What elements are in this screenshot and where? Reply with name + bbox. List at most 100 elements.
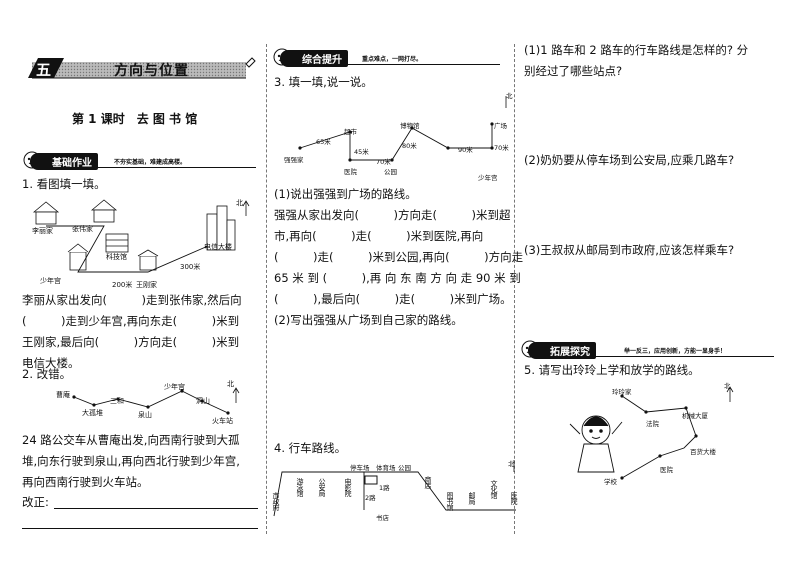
q2-north-label: 北 xyxy=(227,380,234,388)
q5-label-yiyuan: 医院 xyxy=(660,466,673,474)
q3-label-d70b: 70米 xyxy=(494,144,509,152)
q3-part2: (2)写出强强从广场到自己家的路线。 xyxy=(274,313,463,327)
section-comp-header: 综合提升 重点难点，一网打尽。 xyxy=(272,46,502,68)
q3-map xyxy=(298,96,507,162)
q2-line-1: 24 路公交车从曹庵出发,向西南行驶到大孤 xyxy=(22,433,240,447)
q5-label-xuexiao: 学校 xyxy=(604,478,617,486)
q3-line-3: ( )走( )米到公园,再向( )方向走 xyxy=(274,250,524,264)
q1-label-wang: 王刚家 xyxy=(136,281,157,289)
q1-line-4: 电信大楼。 xyxy=(22,356,80,370)
section-basic-header: 基础作业 不夯实基础，难建成高楼。 xyxy=(22,150,258,170)
section-comp-slogan: 重点难点，一网打尽。 xyxy=(362,56,423,63)
q3-label-yiyuan: 医院 xyxy=(344,168,357,176)
q4-label-r2: 2路 xyxy=(365,494,376,502)
q1-label-d200: 200米 xyxy=(112,281,133,289)
q4-label-shudian: 书店 xyxy=(376,514,389,522)
q3-label-d45: 45米 xyxy=(354,148,369,156)
chapter-title: 方向与位置 xyxy=(114,63,189,79)
q2-label-dagu: 大孤堆 xyxy=(82,409,103,417)
q2-title: 2. 改错。 xyxy=(22,367,72,381)
q2-line-3: 再向西南行驶到火车站。 xyxy=(22,475,149,489)
q4-stop-7: 邮局 xyxy=(468,492,476,504)
q5-label-fayuan: 法院 xyxy=(646,420,659,428)
q4-stop-2: 游泳馆 xyxy=(296,478,304,496)
q1-title: 1. 看图填一填。 xyxy=(22,177,106,191)
chapter-banner-art xyxy=(28,57,256,79)
q3-label-guangchang: 广场 xyxy=(494,122,507,130)
q3-label-bowu: 博物馆 xyxy=(400,122,420,130)
chapter-banner: 五 方向与位置 xyxy=(22,56,256,82)
section-ext-label: 拓展探究 xyxy=(528,342,596,359)
q3-line-5: ( ),最后向( )走( )米到广场。 xyxy=(274,292,512,306)
q2-line-2: 堆,向东行驶到泉山,再向西北行驶到少年宫, xyxy=(22,454,240,468)
q3-title: 3. 填一填,说一说。 xyxy=(274,75,373,89)
q3-part1: (1)说出强强到广场的路线。 xyxy=(274,187,417,201)
q3-line-2: 市,再向( )走( )米到医院,再向 xyxy=(274,229,484,243)
q3-line-1: 强强从家出发向( )方向走( )米到超 xyxy=(274,208,511,222)
q2-answer-line-1[interactable] xyxy=(54,508,258,509)
chapter-badge: 五 xyxy=(36,61,52,79)
q5-north-label: 北 xyxy=(724,382,731,390)
section-comp-label: 综合提升 xyxy=(280,50,348,67)
section-basic-slogan: 不夯实基础，难建成高楼。 xyxy=(114,159,187,166)
q4-stop-3: 公安局 xyxy=(318,478,326,496)
section-ext-header: 拓展探究 举一反三，应用创新，方能一显身手！ xyxy=(520,338,776,360)
q5-label-ling: 玲玲家 xyxy=(612,388,632,396)
q1-map xyxy=(32,199,250,273)
q4-stop-4: 电影院 xyxy=(344,478,352,496)
q1-line-3: 王刚家,最后向( )方向走( )米到 xyxy=(22,335,240,349)
q3-label-d70a: 70米 xyxy=(376,158,391,166)
q4-map xyxy=(273,460,516,517)
q3-label-shaonian: 少年宫 xyxy=(478,174,498,182)
q3-label-d90: 90米 xyxy=(458,146,473,154)
q3-north-label: 北 xyxy=(506,92,513,100)
q4-stop-5: 商店 xyxy=(424,476,432,488)
q1-label-zhang: 张伟家 xyxy=(72,225,93,233)
q2-map xyxy=(72,387,240,415)
q4-title: 4. 行车路线。 xyxy=(274,441,347,455)
q2-fix-label: 改正: xyxy=(22,495,49,509)
q3-label-gongyuan: 公园 xyxy=(384,168,397,176)
q3-label-d80: 80米 xyxy=(402,142,417,150)
q2-answer-line-2[interactable] xyxy=(22,528,258,529)
q5-label-jixie: 机械大厦 xyxy=(682,412,708,420)
column-divider-left xyxy=(266,44,267,534)
right-q1-line-2: 别经过了哪些站点? xyxy=(524,64,623,78)
q3-label-jia: 强强家 xyxy=(284,156,304,164)
q1-line-1: 李丽从家出发向( )走到张伟家,然后向 xyxy=(22,293,242,307)
q1-label-keji: 科技馆 xyxy=(106,253,127,261)
q5-title: 5. 请写出玲玲上学和放学的路线。 xyxy=(524,363,700,377)
q2-label-shao: 少年宫 xyxy=(164,383,185,391)
q4-label-tingche: 停车场 xyxy=(350,464,370,472)
q1-label-d300: 300米 xyxy=(180,263,201,271)
q1-north-label: 北 xyxy=(236,199,243,207)
lesson-title: 第 1 课时 去 图 书 馆 xyxy=(72,112,198,126)
q1-label-dianxin: 电信大楼 xyxy=(204,243,232,251)
q4-stop-8: 文化馆 xyxy=(490,480,498,498)
q4-stop-9: 医院 xyxy=(510,492,518,504)
q2-label-dong: 洞山 xyxy=(196,397,210,405)
q4-label-tiyu: 体育场 xyxy=(376,464,396,472)
q2-label-quan: 泉山 xyxy=(138,411,152,419)
q4-label-r1: 1路 xyxy=(379,484,390,492)
section-basic-label: 基础作业 xyxy=(30,153,98,170)
q4-north-label: 北 xyxy=(508,460,515,468)
q5-map xyxy=(569,386,734,480)
right-q2: (2)奶奶要从停车场到公安局,应乘几路车? xyxy=(524,153,735,167)
q1-line-2: ( )走到少年宫,再向东走( )米到 xyxy=(22,314,240,328)
q1-label-li: 李丽家 xyxy=(32,227,53,235)
q2-label-huoche: 火车站 xyxy=(212,417,233,425)
q5-label-baihuo: 百货大楼 xyxy=(690,448,716,456)
q2-label-cao: 曹庵 xyxy=(56,391,70,399)
q4-stop-6: 图书馆 xyxy=(446,492,454,510)
q4-label-gongyuan: 公园 xyxy=(398,464,411,472)
q2-label-sanhe: 三和 xyxy=(110,397,124,405)
q1-label-shao: 少年宫 xyxy=(40,277,61,285)
column-divider-right xyxy=(514,44,515,534)
q3-label-chaoshi: 超市 xyxy=(344,128,357,136)
q4-stop-1: 市政府 xyxy=(272,492,280,510)
q3-label-d65: 65米 xyxy=(316,138,331,146)
section-ext-slogan: 举一反三，应用创新，方能一显身手！ xyxy=(624,348,727,355)
q3-line-4: 65 米 到 ( ),再 向 东 南 方 向 走 90 米 到 xyxy=(274,271,521,285)
right-q1-line-1: (1)1 路车和 2 路车的行车路线是怎样的? 分 xyxy=(524,43,749,57)
